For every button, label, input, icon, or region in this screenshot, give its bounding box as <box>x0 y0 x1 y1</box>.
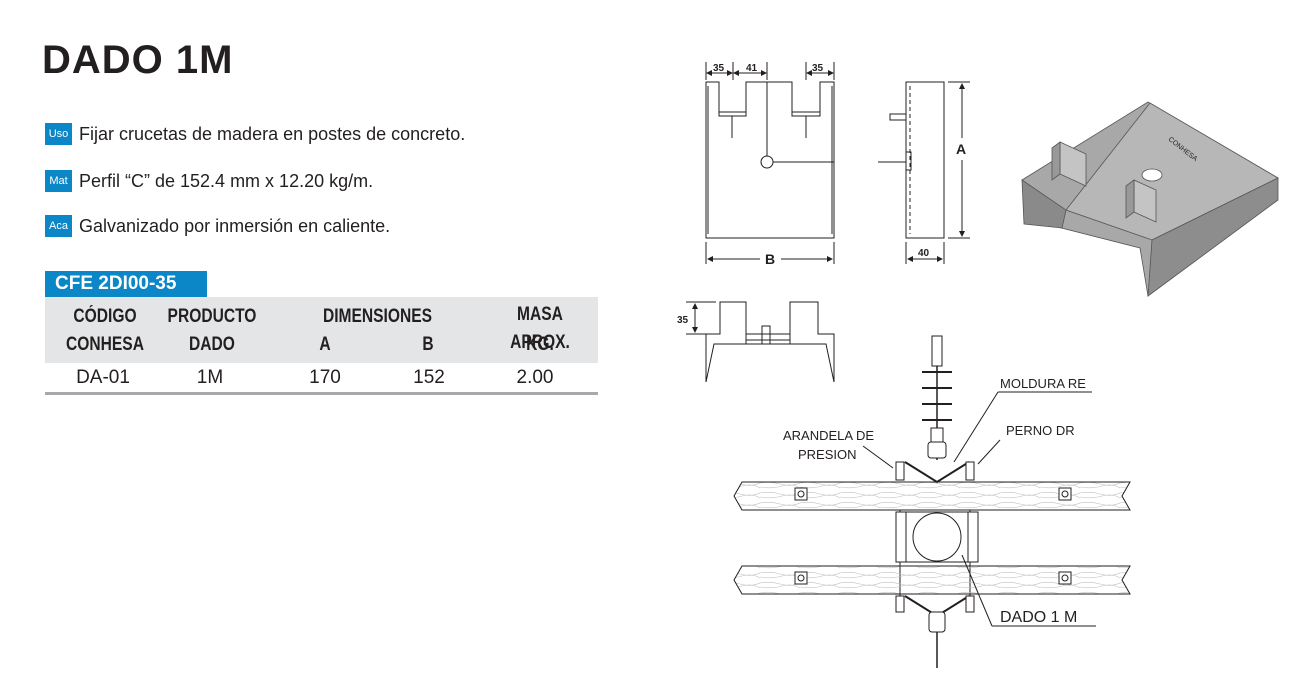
spec-uso: Uso Fijar crucetas de madera en postes d… <box>45 123 465 145</box>
badge-mat: Mat <box>45 170 72 192</box>
label-perno: PERNO DR <box>1006 423 1075 438</box>
side-view <box>878 81 970 264</box>
cell-producto: 1M <box>196 367 224 388</box>
header-dado: DADO <box>189 334 235 355</box>
header-dim-a: A <box>319 334 331 355</box>
dim-35-side: 35 <box>677 315 689 326</box>
header-dim-b: B <box>422 334 434 355</box>
top-view <box>686 301 835 383</box>
label-b: B <box>765 251 775 267</box>
header-kg: KG. <box>526 334 554 355</box>
label-arandela-2: PRESION <box>798 447 857 462</box>
cell-b: 152 <box>413 367 445 388</box>
label-a: A <box>956 141 966 157</box>
header-codigo: CÓDIGO <box>73 306 137 327</box>
dim-35-left: 35 <box>713 63 725 74</box>
spec-acabado-text: Galvanizado por inmersión en caliente. <box>79 215 391 236</box>
isometric-view <box>1021 101 1279 297</box>
cell-codigo: DA-01 <box>76 367 130 388</box>
assembly-view <box>733 335 1131 668</box>
spec-material: Mat Perfil “C” de 152.4 mm x 12.20 kg/m. <box>45 170 373 192</box>
label-arandela-1: ARANDELA DE <box>783 428 874 443</box>
label-moldura: MOLDURA RE <box>1000 376 1086 391</box>
cell-a: 170 <box>309 367 341 388</box>
label-dado: DADO 1 M <box>1000 609 1077 626</box>
cell-masa: 2.00 <box>516 367 554 388</box>
header-conhesa: CONHESA <box>66 334 144 355</box>
table-header: CÓDIGO CONHESA PRODUCTO DADO DIMENSIONES… <box>45 297 598 363</box>
dim-35-right: 35 <box>812 63 824 74</box>
cfe-tab: CFE 2DI00-35 <box>45 271 207 297</box>
header-producto: PRODUCTO <box>167 306 257 327</box>
spec-acabado: Aca Galvanizado por inmersión en calient… <box>45 215 390 237</box>
badge-aca: Aca <box>45 215 72 237</box>
dim-40: 40 <box>918 248 930 259</box>
page-title: DADO 1M <box>42 38 234 82</box>
dim-41: 41 <box>746 63 758 74</box>
front-view <box>705 62 835 264</box>
header-dimensiones: DIMENSIONES <box>322 306 433 327</box>
table-rule <box>45 392 598 395</box>
header-masa: MASA APROX. <box>510 304 570 353</box>
badge-uso: Uso <box>45 123 72 145</box>
spec-uso-text: Fijar crucetas de madera en postes de co… <box>79 123 466 144</box>
spec-material-text: Perfil “C” de 152.4 mm x 12.20 kg/m. <box>79 170 374 191</box>
